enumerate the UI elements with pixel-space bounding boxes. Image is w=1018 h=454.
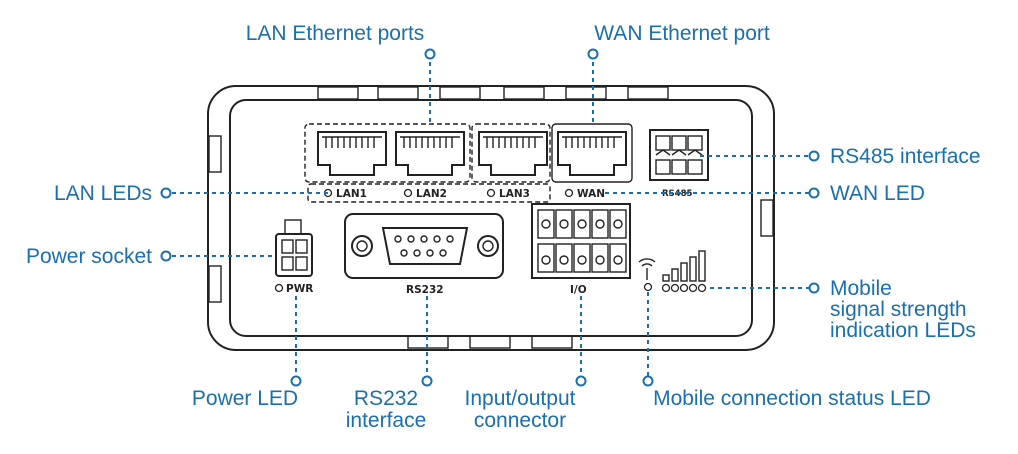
io-label: I/O <box>570 284 587 296</box>
lan2-port[interactable] <box>395 131 465 176</box>
signal-led-2 <box>670 283 680 293</box>
mobile-indicators <box>638 250 707 293</box>
rs232-label: RS232 <box>406 284 444 296</box>
wan-led <box>564 188 574 198</box>
callout-power-led: Power LED <box>192 387 298 410</box>
callout-lan-ports: LAN Ethernet ports <box>246 22 425 45</box>
lan2-label: LAN2 <box>416 188 447 200</box>
wan-label: WAN <box>577 188 605 200</box>
wan-port[interactable] <box>557 131 627 176</box>
lan1-label: LAN1 <box>336 188 367 200</box>
callout-mobile-signal-line1: Mobile <box>830 277 892 300</box>
lan2-led <box>403 188 413 198</box>
callout-wan-led: WAN LED <box>830 182 925 205</box>
power-socket[interactable]: PWR <box>274 219 314 295</box>
callout-rs232-line1: RS232 <box>354 387 418 410</box>
callout-rs232-line2: interface <box>346 409 427 432</box>
leader-endpoints <box>160 48 820 387</box>
lan3-label: LAN3 <box>499 188 530 200</box>
callout-mobile-signal-line3: indication LEDs <box>830 319 976 342</box>
ethernet-ports <box>304 123 633 203</box>
rs485-terminal[interactable]: RS485 <box>649 129 709 199</box>
port-leds: LAN1 LAN2 LAN3 WAN <box>323 188 605 200</box>
signal-led-3 <box>679 283 689 293</box>
callout-labels: LAN Ethernet ports WAN Ethernet port RS4… <box>26 22 981 432</box>
pwr-led <box>274 283 284 293</box>
mobile-status-led <box>643 282 653 292</box>
callout-power-socket: Power socket <box>26 245 152 268</box>
signal-led-5 <box>697 283 707 293</box>
device-body <box>207 85 775 351</box>
callout-lan-leds: LAN LEDs <box>54 182 152 205</box>
lan1-port[interactable] <box>317 131 387 176</box>
lan3-port[interactable] <box>478 131 548 176</box>
callout-mobile-status: Mobile connection status LED <box>653 387 931 410</box>
callout-mobile-signal-line2: signal strength <box>830 298 967 321</box>
antenna-icon <box>638 258 656 280</box>
callout-wan-port: WAN Ethernet port <box>594 22 770 45</box>
signal-led-1 <box>661 283 671 293</box>
callout-io-line1: Input/output <box>465 387 576 410</box>
pwr-label: PWR <box>286 283 313 295</box>
signal-led-4 <box>688 283 698 293</box>
callout-rs485: RS485 interface <box>830 145 981 168</box>
callout-io-line2: connector <box>474 409 566 432</box>
rs232-connector[interactable]: RS232 <box>344 213 504 296</box>
leader-lines <box>172 54 814 380</box>
io-connector[interactable]: I/O <box>531 203 631 296</box>
lan3-led <box>486 188 496 198</box>
